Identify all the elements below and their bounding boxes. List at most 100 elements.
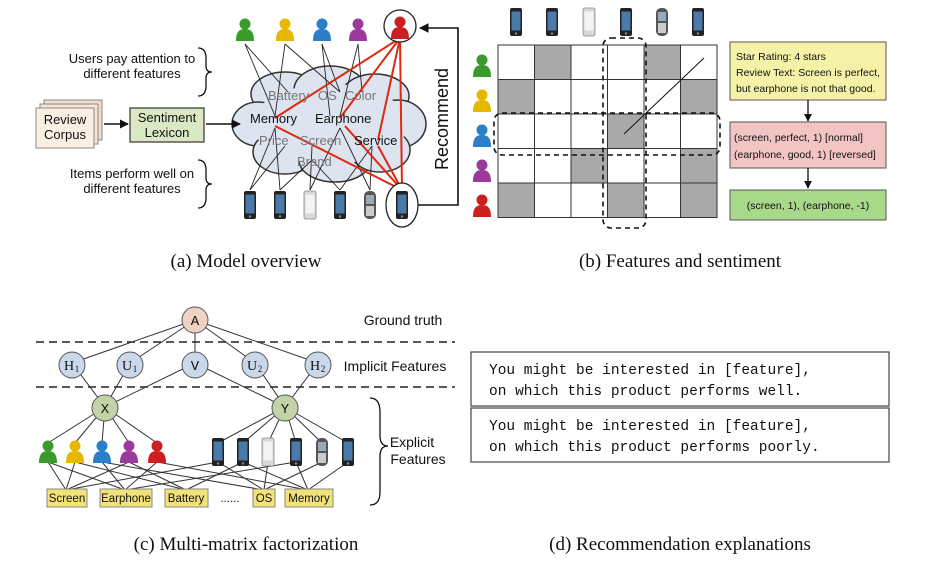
node-x-label: X <box>101 402 110 418</box>
node-u1-label: U <box>122 359 132 374</box>
phone-icon <box>334 191 346 219</box>
matrix-cell <box>570 148 608 184</box>
panel-d-explanations: You might be interested in [feature], on… <box>470 351 890 555</box>
matrix-cell <box>570 44 608 80</box>
matrix-cell <box>680 79 718 115</box>
explanation-poor-text: on which this product performs poorly. <box>489 440 820 456</box>
feature-brand: Brand <box>297 154 332 169</box>
user-green-icon <box>236 18 254 41</box>
review-corpus-box: Review Corpus <box>35 99 103 149</box>
review-corpus-label: Corpus <box>44 127 86 142</box>
feature-box-memory: Memory <box>288 493 330 505</box>
node-v-label: V <box>191 359 200 375</box>
explanation-poor-text: You might be interested in [feature], <box>489 419 811 435</box>
node-h1-label: H <box>64 359 74 374</box>
users-annotation: Users pay attention to <box>69 51 195 66</box>
grid-users-column <box>473 54 491 217</box>
matrix-cell <box>534 113 572 149</box>
users-brace <box>197 47 213 97</box>
user-yellow-icon <box>473 89 491 112</box>
node-h1-subscript: 1 <box>75 364 80 374</box>
feature-color: Color <box>345 88 377 103</box>
sentiment-lexicon-label: Lexicon <box>145 125 190 140</box>
explicit-features-label: Features <box>390 451 445 467</box>
node-u2: U 2 <box>241 351 269 379</box>
item-column-highlight <box>602 37 647 229</box>
node-u2-subscript: 2 <box>258 364 263 374</box>
matrix-cell <box>607 44 645 80</box>
result-box: (screen, 1), (earphone, -1) <box>729 189 887 221</box>
user-green-icon <box>39 440 57 463</box>
items-brace <box>197 159 213 209</box>
node-h2-label: H <box>310 359 320 374</box>
feature-battery: Battery <box>268 88 310 103</box>
matrix-cell <box>643 113 681 149</box>
highlight-links <box>274 37 403 191</box>
caption-a: (a) Model overview <box>171 251 322 272</box>
matrix-cell <box>680 182 718 218</box>
feature-screen: Screen <box>300 133 341 148</box>
rating-text: Review Text: Screen is perfect, <box>736 67 880 79</box>
user-blue-icon <box>473 124 491 147</box>
phone-icon <box>396 191 408 219</box>
phone-icon <box>692 8 704 36</box>
feature-boxes: Screen Earphone Battery ...... OS Memory <box>46 488 334 508</box>
user-purple-icon <box>473 159 491 182</box>
feature-box-earphone: Earphone <box>101 493 151 505</box>
explicit-users <box>39 440 166 463</box>
phone-icon <box>316 438 328 466</box>
result-text: (screen, 1), (earphone, -1) <box>747 200 870 212</box>
review-corpus-label: Review <box>44 112 87 127</box>
feature-earphone: Earphone <box>315 111 371 126</box>
rating-text: Star Rating: 4 stars <box>736 51 826 63</box>
node-a-label: A <box>191 314 200 330</box>
feature-box-battery: Battery <box>168 493 205 505</box>
matrix-cell <box>643 44 681 80</box>
users-annotation: different features <box>83 66 181 81</box>
phone-icon <box>582 7 596 37</box>
phone-icon <box>237 438 249 466</box>
rating-text: but earphone is not that good. <box>736 83 876 95</box>
user-purple-icon <box>120 440 138 463</box>
matrix-cell <box>497 182 535 218</box>
implicit-features-label: Implicit Features <box>344 358 447 374</box>
matrix-cell <box>643 148 681 184</box>
sentiment-lexicon-box: Sentiment Lexicon <box>129 107 205 143</box>
explanation-box-poor <box>470 407 890 463</box>
phone-icon <box>290 438 302 466</box>
phone-icon <box>244 191 256 219</box>
matrix-cell <box>570 182 608 218</box>
ground-truth-label: Ground truth <box>364 312 443 328</box>
items-annotation: Items perform well on <box>70 166 194 181</box>
user-blue-icon <box>313 18 331 41</box>
grid-phones-row <box>510 7 704 37</box>
users-row <box>236 9 417 43</box>
matrix-cell <box>570 79 608 115</box>
caption-d: (d) Recommendation explanations <box>549 534 811 555</box>
caption-c: (c) Multi-matrix factorization <box>134 534 359 555</box>
panel-b-features-sentiment: Star Rating: 4 stars Review Text: Screen… <box>473 7 887 272</box>
user-blue-icon <box>93 440 111 463</box>
matrix-cell <box>497 113 535 149</box>
matrix-cell <box>680 148 718 184</box>
feature-price: Price <box>259 133 289 148</box>
feature-ellipsis: ...... <box>220 493 239 505</box>
node-x: X <box>91 394 119 422</box>
feature-os: OS <box>318 88 337 103</box>
recommend-label: Recommend <box>432 68 452 170</box>
matrix-cell <box>680 44 718 80</box>
feature-box-os: OS <box>256 493 273 505</box>
node-y: Y <box>271 394 299 422</box>
matrix-cell <box>497 44 535 80</box>
node-h2: H 2 <box>304 351 332 379</box>
node-u1-subscript: 1 <box>133 364 138 374</box>
node-h1: H 1 <box>58 351 86 379</box>
explanation-good-text: on which this product performs well. <box>489 384 802 400</box>
caption-b: (b) Features and sentiment <box>579 251 782 272</box>
matrix-cell <box>534 182 572 218</box>
matrix-cell <box>643 79 681 115</box>
matrix-cell <box>497 79 535 115</box>
user-purple-icon <box>349 18 367 41</box>
explicit-brace <box>369 397 389 506</box>
rating-matrix <box>497 44 718 218</box>
